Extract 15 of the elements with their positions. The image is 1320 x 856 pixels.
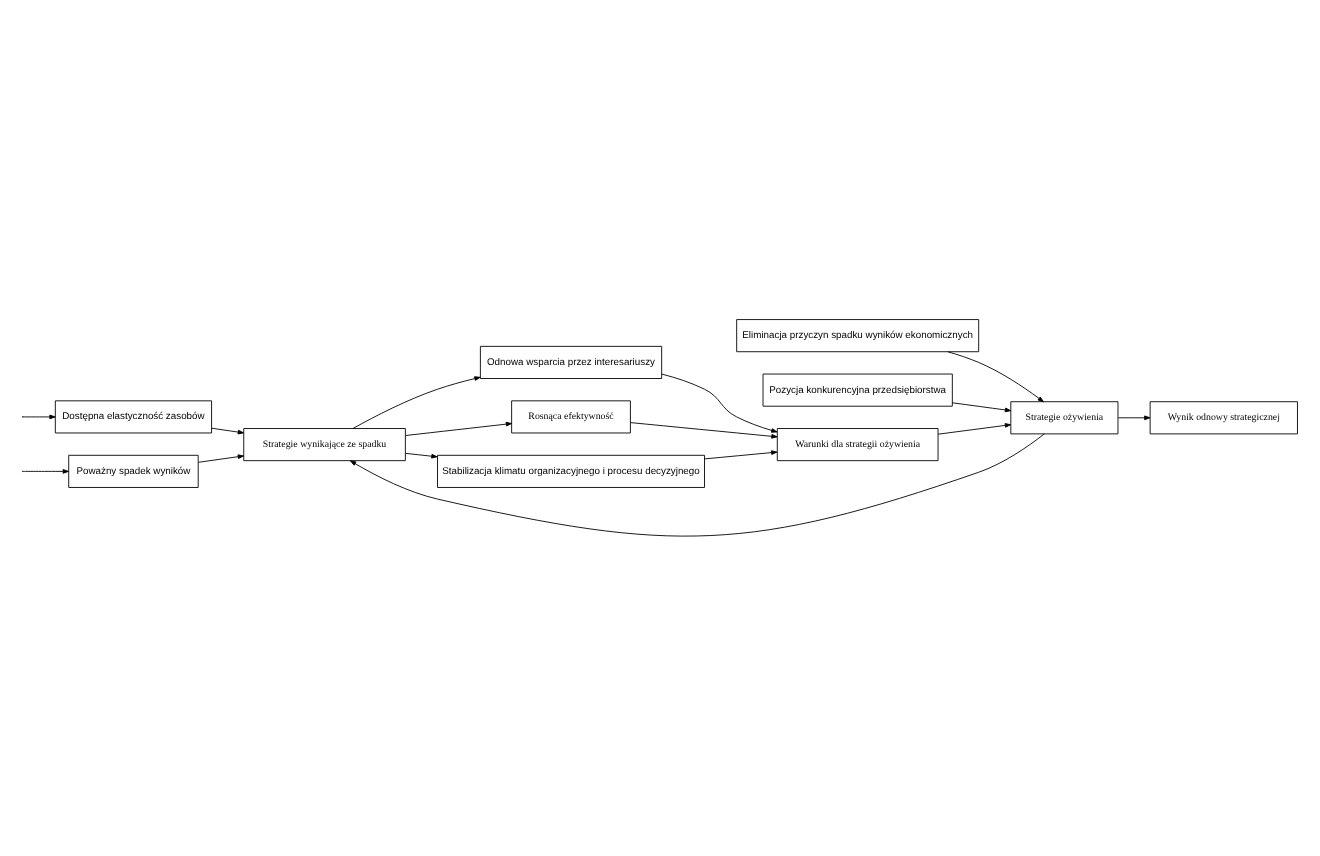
arrow xyxy=(661,373,778,433)
arrow xyxy=(405,421,512,436)
arrow xyxy=(937,423,1012,435)
arrow xyxy=(630,422,778,439)
arrow xyxy=(951,402,1012,413)
arrow xyxy=(211,427,244,435)
arrow xyxy=(1117,415,1151,421)
arrow xyxy=(352,376,481,429)
arrow xyxy=(405,452,438,459)
arrow xyxy=(704,450,778,460)
arrow xyxy=(22,414,56,420)
arrow xyxy=(22,469,69,474)
arrow xyxy=(947,351,1044,403)
arrow xyxy=(198,454,244,463)
arrow xyxy=(350,433,1045,537)
